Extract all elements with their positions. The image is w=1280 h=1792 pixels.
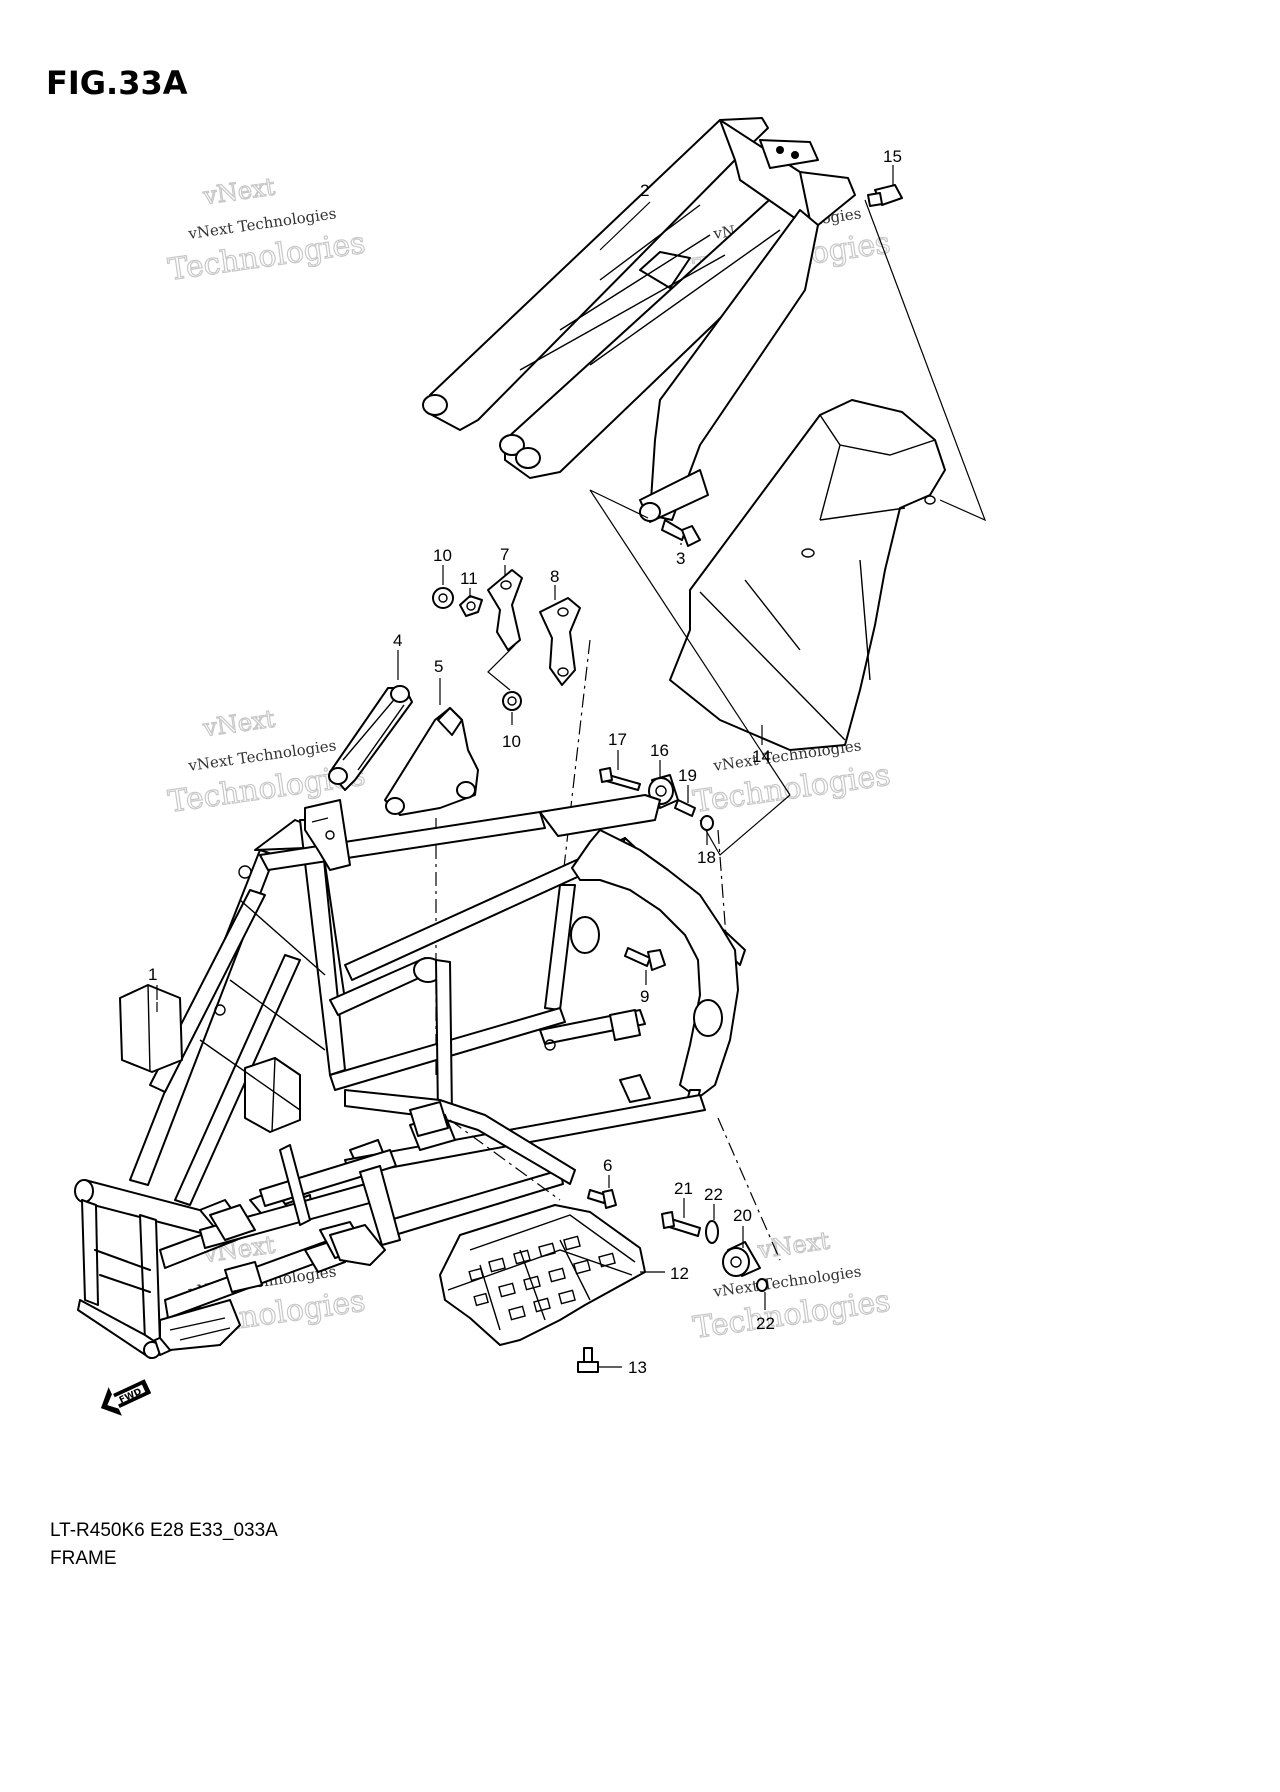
watermark-line1: vNext <box>201 705 277 743</box>
part-bolt-13 <box>577 1347 599 1373</box>
part-washer-22-lower <box>756 1278 768 1292</box>
guide-line <box>864 199 987 522</box>
part-mount-4 <box>328 685 413 791</box>
callout-22-upper: 22 <box>704 1185 723 1204</box>
part-collar-19 <box>674 799 696 817</box>
callout-22-lower: 22 <box>756 1314 775 1333</box>
callout-7: 7 <box>500 545 509 564</box>
guide-line <box>589 489 649 519</box>
callout-4: 4 <box>393 631 402 650</box>
part-footrest-plate <box>439 1204 646 1346</box>
callout-13: 13 <box>628 1358 647 1377</box>
guide-line <box>557 639 591 921</box>
part-bracket-7 <box>487 569 523 651</box>
guide-line <box>589 489 791 796</box>
callout-2: 2 <box>640 181 649 200</box>
part-mount-5 <box>384 707 479 816</box>
part-bracket-8 <box>539 597 581 686</box>
callout-18: 18 <box>697 848 716 867</box>
model-code: LT-R450K6 E28 E33_033A <box>50 1520 278 1541</box>
callout-17: 17 <box>608 730 627 749</box>
part-collar <box>459 595 483 617</box>
callout-10-lower: 10 <box>502 732 521 751</box>
callout-1: 1 <box>148 965 157 984</box>
part-washer-22-upper <box>705 1220 719 1244</box>
part-washer-lower <box>502 691 522 711</box>
guide-line <box>717 1117 781 1261</box>
callout-8: 8 <box>550 567 559 586</box>
part-bolt-21 <box>661 1211 701 1237</box>
guide-line <box>449 1119 561 1201</box>
callout-19: 19 <box>678 766 697 785</box>
guide-line <box>487 644 516 691</box>
callout-12: 12 <box>670 1264 689 1283</box>
part-main-frame <box>74 794 746 1359</box>
callout-21: 21 <box>674 1179 693 1198</box>
watermark-line1: vNext <box>755 1226 831 1264</box>
watermark-top-left: vNext vNext Technologies Technologies <box>165 172 368 289</box>
section-name: FRAME <box>50 1548 117 1569</box>
callout-15: 15 <box>883 147 902 166</box>
callout-11: 11 <box>460 569 478 588</box>
callout-6: 6 <box>603 1156 612 1175</box>
part-rear-subframe <box>422 117 856 523</box>
part-cover <box>669 399 946 751</box>
part-bolt-9 <box>624 947 666 971</box>
part-bushing-20 <box>722 1241 761 1277</box>
part-bolt <box>661 519 701 547</box>
part-bolt-17 <box>599 767 641 791</box>
watermark-line1: vNext <box>201 173 277 211</box>
callout-14: 14 <box>752 747 771 766</box>
part-washer-18 <box>700 815 714 831</box>
callout-3: 3 <box>676 549 685 568</box>
part-clip <box>867 184 903 207</box>
leader-2 <box>599 201 651 251</box>
callout-16: 16 <box>650 741 669 760</box>
callout-10-upper: 10 <box>433 546 452 565</box>
fwd-arrow-icon: FWD <box>100 1379 152 1416</box>
callout-9: 9 <box>640 987 649 1006</box>
figure-title: FIG.33A <box>46 64 188 102</box>
callout-5: 5 <box>434 657 443 676</box>
part-bolt-6 <box>587 1189 617 1209</box>
callout-20: 20 <box>733 1206 752 1225</box>
part-washer-upper <box>432 587 454 609</box>
